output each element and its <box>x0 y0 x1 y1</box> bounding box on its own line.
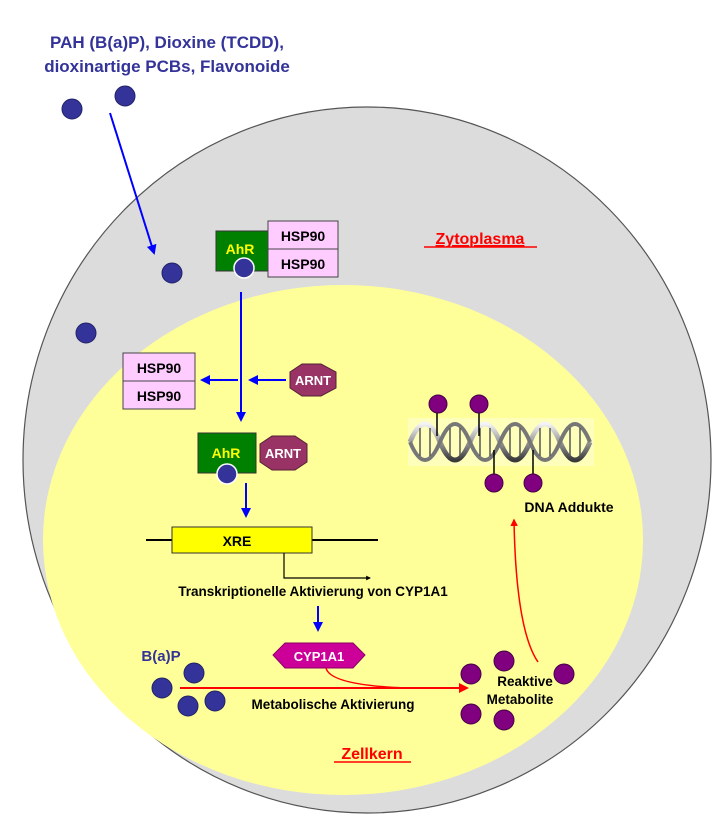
reactive-metabolite <box>553 663 575 685</box>
xre-label: XRE <box>223 533 252 549</box>
xre-box <box>171 526 313 554</box>
hsp90-label: HSP90 <box>281 256 326 272</box>
ahr-hsp90-complex: AhR HSP90 HSP90 <box>215 220 339 279</box>
ahr-label: AhR <box>226 241 255 257</box>
dna-helix <box>407 394 594 493</box>
arnt-octagon <box>259 435 308 471</box>
reactive-metabolites-label-2: Metabolite <box>487 692 554 707</box>
transcription-start-arrow <box>283 553 371 581</box>
hsp90-label: HSP90 <box>137 360 182 376</box>
reactive-metabolite <box>493 650 515 672</box>
bap-molecule <box>183 662 205 684</box>
bound-ligand <box>233 257 255 279</box>
arnt-label: ARNT <box>295 373 331 388</box>
ligand-molecule <box>75 322 97 344</box>
cytoplasm-label: Zytoplasma <box>436 231 525 248</box>
hsp90-box <box>267 220 339 250</box>
hsp90-box <box>267 248 339 278</box>
hsp90-box <box>122 352 196 382</box>
released-hsp90: HSP90 HSP90 <box>122 352 196 410</box>
dna-adducts-label: DNA Addukte <box>524 499 613 515</box>
reactive-metabolite <box>493 709 515 731</box>
bap-molecule <box>204 690 226 712</box>
ligand-entry-arrow <box>109 112 157 255</box>
arnt-label: ARNT <box>265 446 301 461</box>
adduct-formation-arrow <box>510 518 539 663</box>
ligand-molecule <box>161 262 183 284</box>
transcription-label: Transkriptionelle Aktivierung von CYP1A1 <box>178 584 448 599</box>
ahr-label: AhR <box>212 445 241 461</box>
metabolic-activation-label: Metabolische Aktivierung <box>251 697 414 712</box>
ligand-molecule <box>114 85 136 107</box>
ahr-arnt-complex: AhR ARNT <box>197 432 308 485</box>
dna-adduct <box>523 473 543 493</box>
cyp1a1-catalysis-curve <box>325 667 406 689</box>
bap-molecule <box>151 677 173 699</box>
arnt-octagon <box>289 363 337 397</box>
reactive-metabolite <box>460 663 482 685</box>
bap-molecule <box>177 695 199 717</box>
reactive-metabolites-label-1: Reaktive <box>497 674 553 689</box>
cyp1a1-hexagon <box>272 642 366 669</box>
dna-adduct <box>484 473 504 493</box>
title-line-1: PAH (B(a)P), Dioxine (TCDD), <box>50 33 284 52</box>
nucleus-label: Zellkern <box>341 746 402 763</box>
hsp90-label: HSP90 <box>281 228 326 244</box>
dna-adduct <box>428 394 448 414</box>
reactive-metabolite <box>460 703 482 725</box>
hsp90-box <box>122 380 196 410</box>
hsp90-label: HSP90 <box>137 388 182 404</box>
bap-label: B(a)P <box>141 648 180 665</box>
dna-adduct <box>469 394 489 414</box>
bound-ligand <box>216 463 238 485</box>
ligand-molecule <box>61 98 83 120</box>
title-line-2: dioxinartige PCBs, Flavonoide <box>44 57 290 76</box>
cyp1a1-label: CYP1A1 <box>294 649 345 664</box>
